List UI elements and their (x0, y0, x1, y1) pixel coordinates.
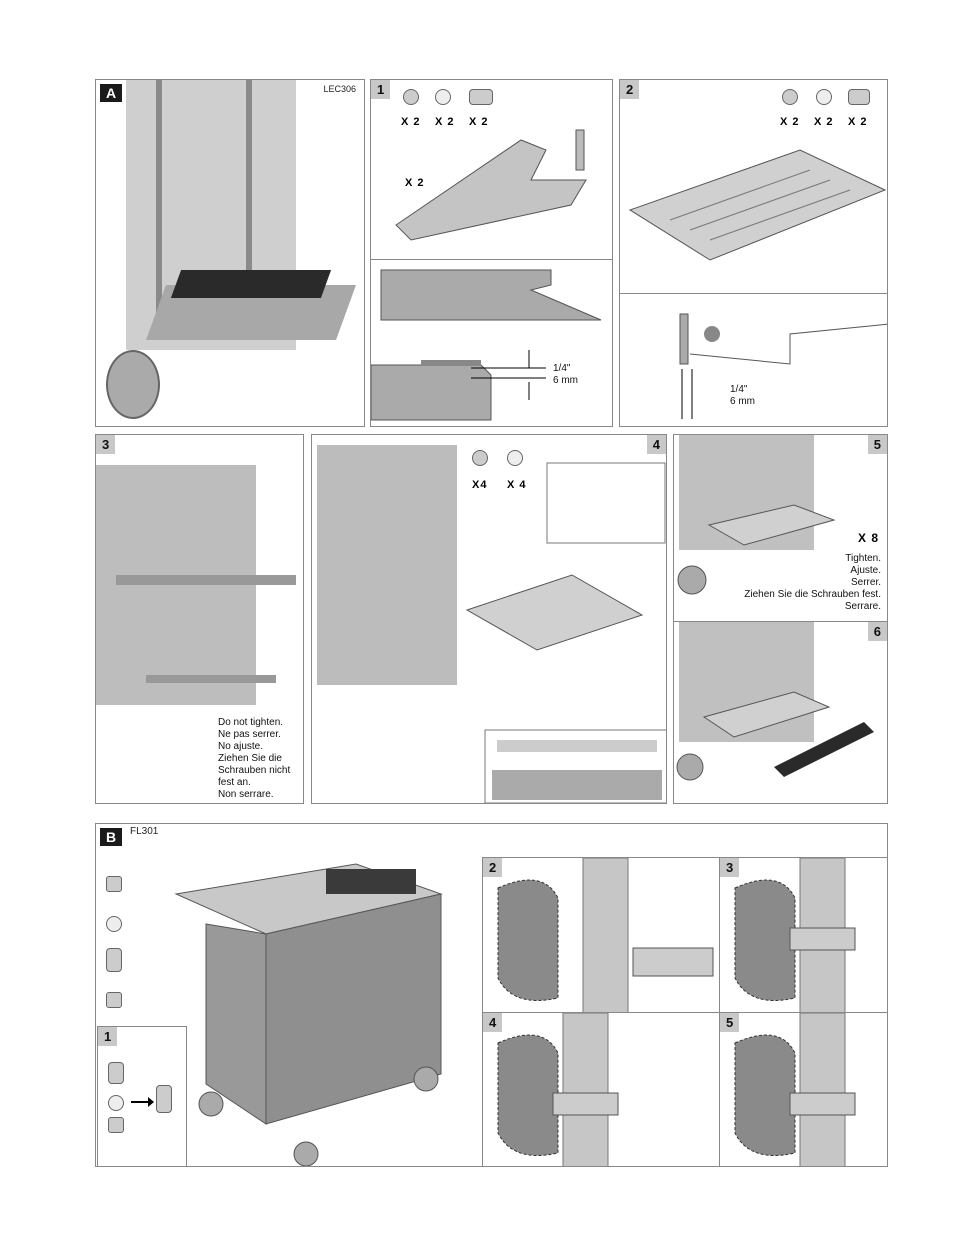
panel-step1-bottom: 1/4" 6 mm (370, 259, 613, 427)
instruction-stack: Do not tighten. Ne pas serrer. No ajuste… (218, 717, 300, 801)
caster-wheel-illustration (106, 350, 160, 419)
qty-washer: X 4 (507, 479, 527, 491)
instruction-es: No ajuste. (218, 741, 264, 752)
qty-tighten: X 8 (857, 531, 879, 545)
model-code: FL301 (130, 826, 159, 837)
washer-icon (816, 89, 832, 105)
instruction-stack: Tighten. Ajuste. Serrer. Ziehen Sie die … (711, 553, 881, 613)
nut-icon (472, 450, 488, 466)
nut-icon (106, 992, 122, 1008)
qty-nut: X 2 (780, 116, 800, 128)
shelf-illustration (677, 504, 836, 595)
panel-b: B FL301 1 2 3 4 5 (95, 823, 888, 1167)
instruction-it: Serrare. (844, 601, 881, 612)
panel-b-step1: 1 (97, 1026, 187, 1166)
qty-nut: X4 (472, 479, 488, 491)
bolt-icon (469, 89, 493, 105)
step-number: 6 (867, 622, 887, 641)
panel-b-step5: 5 (719, 1012, 887, 1166)
assembled-bolt-icon (156, 1085, 172, 1113)
qty-washer: X 2 (435, 116, 455, 128)
bracket-detail-illustration (371, 269, 602, 421)
dimension-mm: 6 mm (553, 375, 578, 386)
washer-icon (108, 1095, 124, 1111)
step-number: 3 (96, 435, 116, 454)
instruction-en: Tighten. (845, 553, 881, 564)
screw-icon (106, 876, 122, 892)
qty-bolt: X 2 (848, 116, 868, 128)
nut-icon (403, 89, 419, 105)
panel-step5: 5 X 8 Tighten. Ajuste. Serrer. Ziehen Si… (673, 434, 888, 622)
upright-bracket-illustration (734, 1013, 856, 1166)
step-number: 1 (98, 1027, 118, 1046)
cart-illustration (174, 863, 443, 1166)
cart-side-illustration (96, 465, 256, 705)
rail (156, 80, 162, 320)
cart-side-illustration (317, 445, 457, 685)
step-number: 4 (483, 1013, 503, 1032)
dimension-inches: 1/4" (730, 384, 748, 395)
bracket-illustration (395, 129, 587, 241)
step-number: 4 (646, 435, 666, 454)
step-number: 2 (620, 80, 640, 99)
panel-b-step4: 4 (482, 1012, 720, 1166)
panel-a: A LEC306 (95, 79, 365, 427)
panel-step2-bottom: 1/4" 6 mm (619, 293, 888, 427)
panel-step2-top: 2 X 2 X 2 X 2 (619, 79, 888, 294)
washer-icon (507, 450, 523, 466)
instruction-fr: Ne pas serrer. (218, 729, 281, 740)
model-code: LEC306 (323, 84, 356, 94)
bracket-illustration (146, 675, 276, 683)
shelf-mat-illustration (170, 270, 332, 298)
washer-icon (435, 89, 451, 105)
step-number: 5 (867, 435, 887, 454)
bolt-detail-illustration (679, 313, 887, 419)
shelf-mat-illustration (676, 691, 874, 781)
qty-nut: X 2 (401, 116, 421, 128)
qty-washer: X 2 (814, 116, 834, 128)
rail (246, 80, 252, 320)
upright-bracket-illustration (497, 1013, 619, 1166)
instruction-de: Ziehen Sie die Schrauben nicht fest an. (218, 753, 291, 788)
panel-step4: 4 X4 X 4 (311, 434, 667, 804)
carriage-bolt-icon (106, 948, 122, 972)
panel-step3: 3 Do not tighten. Ne pas serrer. No ajus… (95, 434, 304, 804)
panel-step1-top: 1 X 2 X 2 X 2 X 2 (370, 79, 613, 260)
qty-bracket: X 2 (405, 177, 425, 189)
section-letter-a: A (100, 84, 123, 102)
nut-icon (108, 1117, 124, 1133)
section-letter-b: B (100, 828, 123, 846)
panel-b-step3: 3 (719, 857, 887, 1013)
bolt-icon (848, 89, 870, 105)
upright-bracket-illustration (497, 858, 714, 1012)
instruction-en: Do not tighten. (218, 717, 284, 728)
bracket-illustration (116, 575, 296, 585)
step-number: 2 (483, 858, 503, 877)
shelf-illustration (465, 462, 666, 803)
step-number: 1 (371, 80, 391, 99)
qty-bolt: X 2 (469, 116, 489, 128)
nut-icon (782, 89, 798, 105)
carriage-bolt-icon (108, 1062, 124, 1084)
instruction-de: Ziehen Sie die Schrauben fest. (744, 589, 881, 600)
dimension-mm: 6 mm (730, 396, 755, 407)
instruction-it: Non serrare. (218, 789, 274, 800)
step-number: 5 (720, 1013, 740, 1032)
washer-icon (106, 916, 122, 932)
panel-step6: 6 (673, 621, 888, 804)
instruction-es: Ajuste. (850, 565, 881, 576)
instruction-fr: Serrer. (850, 577, 881, 588)
dimension-inches: 1/4" (553, 363, 571, 374)
step-number: 3 (720, 858, 740, 877)
arrow-icon (131, 1097, 154, 1107)
shelf-illustration (628, 149, 887, 261)
panel-b-step2: 2 (482, 857, 720, 1013)
upright-bracket-illustration (734, 858, 856, 1012)
